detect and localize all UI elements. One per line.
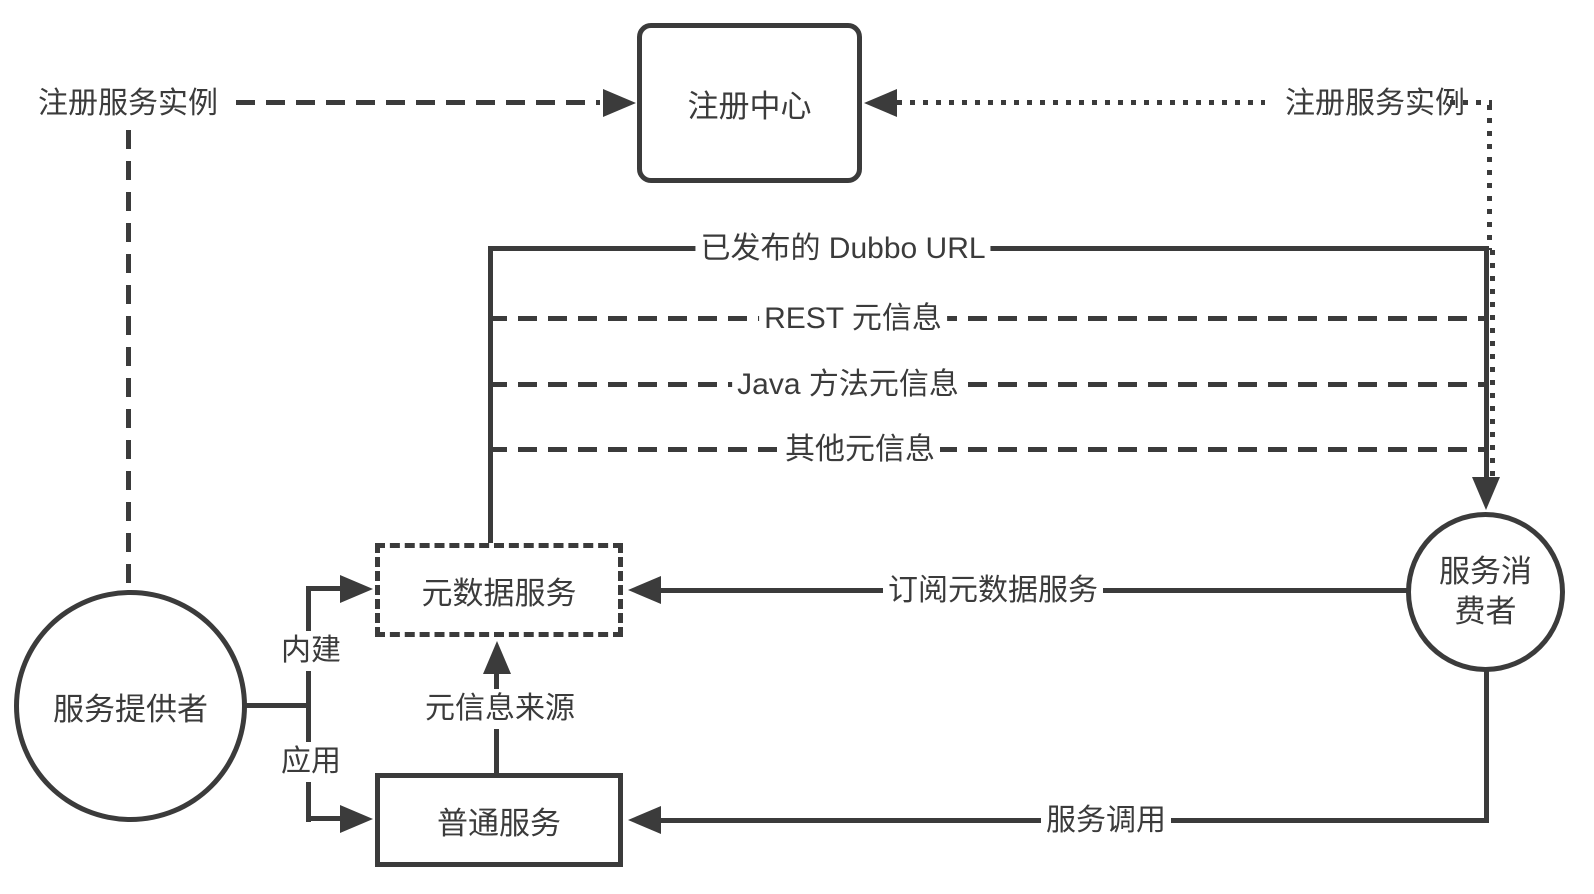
edge-label-meta-source: 元信息来源: [420, 689, 580, 729]
edge-application-line: [306, 816, 344, 821]
node-provider-label: 服务提供者: [53, 691, 208, 727]
edge-messages-down-vline: [1484, 246, 1489, 479]
edge-label-builtin: 内建: [276, 631, 346, 671]
edge-metadata-riser-vline: [488, 246, 493, 543]
node-normal-service-label: 普通服务: [437, 805, 561, 841]
node-metadata-service: 元数据服务: [375, 543, 623, 637]
edge-consumer-register-vline: [1487, 105, 1492, 250]
node-registry: 注册中心: [637, 23, 862, 183]
arrowhead-into-registry-right-icon: [864, 89, 897, 117]
arrowhead-into-consumer-icon: [1472, 477, 1500, 510]
edge-label-application: 应用: [276, 742, 346, 782]
edge-consumer-register-vline2: [1490, 250, 1495, 478]
edge-label-subscribe: 订阅元数据服务: [883, 571, 1103, 611]
arrowhead-into-registry-left-icon: [603, 89, 636, 117]
edge-label-java-meta: Java 方法元信息: [732, 365, 964, 405]
node-normal-service: 普通服务: [375, 773, 623, 867]
edge-builtin-line: [306, 586, 344, 591]
node-consumer-label: 服务消费者: [1439, 553, 1532, 629]
edge-java-meta-line: [488, 382, 1484, 387]
edge-label-other-meta: 其他元信息: [780, 430, 940, 470]
edge-provider-branch-line: [246, 703, 310, 708]
edge-provider-register-vline: [126, 130, 131, 596]
edge-label-provider-register: 注册服务实例: [38, 87, 218, 120]
edge-label-dubbo-url: 已发布的 Dubbo URL: [695, 229, 991, 269]
arrowhead-into-metadata-right-icon: [628, 576, 661, 604]
edge-provider-register-line: [236, 100, 600, 105]
edge-consumer-register-line2: [1450, 100, 1492, 105]
arrowhead-into-metadata-left-icon: [340, 575, 373, 603]
edge-label-rest-meta: REST 元信息: [759, 299, 947, 339]
edge-consumer-register-line: [897, 100, 1265, 105]
edge-invoke-vline: [1484, 670, 1489, 820]
edge-label-invoke: 服务调用: [1041, 801, 1171, 841]
node-provider: 服务提供者: [14, 590, 247, 822]
arrowhead-into-normal-right-icon: [628, 806, 661, 834]
edge-rest-meta-line: [488, 316, 1484, 321]
edge-other-meta-line: [488, 447, 1484, 452]
node-consumer: 服务消费者: [1406, 512, 1565, 672]
edge-provider-branch-vline: [306, 586, 311, 822]
arrowhead-into-normal-left-icon: [340, 805, 373, 833]
arrowhead-into-metadata-bottom-icon: [483, 641, 511, 674]
node-registry-label: 注册中心: [687, 88, 812, 124]
node-metadata-service-label: 元数据服务: [421, 575, 577, 611]
edge-label-consumer-register: 注册服务实例: [1285, 87, 1465, 120]
